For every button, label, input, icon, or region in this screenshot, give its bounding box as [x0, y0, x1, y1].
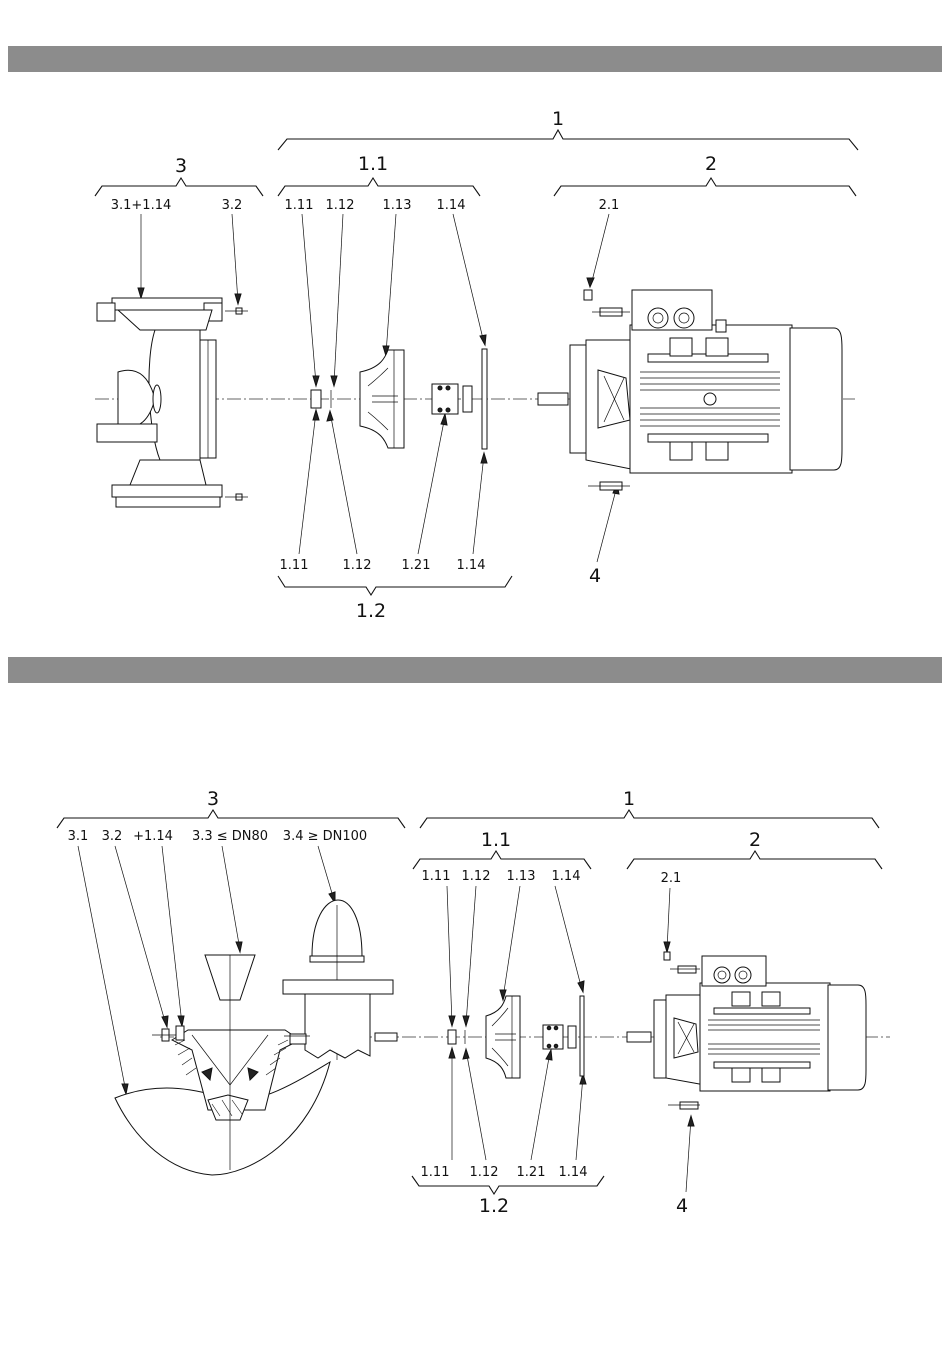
bottom-label-part-1-12-lower: 1.12	[470, 1165, 499, 1180]
bottom-pump-housing	[115, 900, 397, 1175]
top-brace-group-1	[278, 130, 858, 150]
bottom-label-part-1-12: 1.12	[462, 869, 491, 884]
bottom-label-group-1: 1	[623, 788, 635, 810]
bottom-label-part-1-14-lower: 1.14	[559, 1165, 588, 1180]
bottom-brace-group-3	[57, 810, 405, 828]
bottom-exploded-diagram: 3 1 1.1 2 1.2 4 3.1 3.2 +1.14 3.3 ≤ DN80…	[57, 788, 890, 1217]
bottom-label-part-1-14: 1.14	[552, 869, 581, 884]
top-part-1-11	[311, 390, 321, 408]
bottom-impeller	[486, 996, 520, 1078]
top-label-part-1-21: 1.21	[402, 558, 431, 573]
bottom-brace-group-1	[420, 810, 879, 828]
bottom-label-part-2-1: 2.1	[661, 871, 682, 886]
top-label-group-1-1: 1.1	[358, 153, 388, 175]
top-motor	[538, 290, 842, 490]
top-brace-group-2	[554, 178, 856, 196]
bottom-part-1-11	[448, 1030, 456, 1044]
bottom-mechanical-seal	[543, 1025, 576, 1049]
top-label-group-1: 1	[552, 108, 564, 130]
bottom-label-part-1-11-lower: 1.11	[421, 1165, 450, 1180]
top-o-ring	[482, 349, 487, 449]
top-label-part-1-12-lower: 1.12	[343, 558, 372, 573]
top-label-part-3-2: 3.2	[222, 198, 243, 213]
bottom-label-part-1-11: 1.11	[422, 869, 451, 884]
bottom-label-part-3-1: 3.1	[68, 829, 89, 844]
bottom-label-part-1-13: 1.13	[507, 869, 536, 884]
bottom-label-group-2: 2	[749, 829, 761, 851]
top-brace-group-3	[95, 178, 263, 196]
bottom-label-part-1-21: 1.21	[517, 1165, 546, 1180]
top-label-part-2-1: 2.1	[599, 198, 620, 213]
bottom-o-ring	[580, 996, 584, 1076]
top-label-group-2: 2	[705, 153, 717, 175]
top-label-group-1-2: 1.2	[356, 600, 386, 622]
bottom-label-group-1-1: 1.1	[481, 829, 511, 851]
top-label-part-1-14: 1.14	[437, 198, 466, 213]
bottom-label-group-1-2: 1.2	[479, 1195, 509, 1217]
top-label-part-1-11-lower: 1.11	[280, 558, 309, 573]
top-label-group-3: 3	[175, 155, 187, 177]
bottom-brace-group-1-1	[413, 851, 591, 869]
top-label-part-1-13: 1.13	[383, 198, 412, 213]
bottom-motor	[627, 952, 866, 1109]
bottom-brace-group-2	[627, 851, 882, 869]
top-brace-group-1-1	[278, 178, 480, 196]
bottom-label-part-3-2: 3.2	[102, 829, 123, 844]
bottom-label-part-3-3: 3.3 ≤ DN80	[192, 829, 268, 844]
top-impeller	[360, 350, 404, 448]
top-label-part-1-14-lower: 1.14	[457, 558, 486, 573]
bottom-label-part-plus-1-14: +1.14	[133, 829, 173, 844]
bottom-label-group-4: 4	[676, 1195, 688, 1217]
bottom-label-group-3: 3	[207, 788, 219, 810]
top-label-part-1-12: 1.12	[326, 198, 355, 213]
bottom-label-part-3-4: 3.4 ≥ DN100	[283, 829, 367, 844]
top-exploded-diagram: 1 1.1 2 3 1.2 4 3.1+1.14 3.2 1.11 1.12 1…	[95, 108, 858, 622]
top-label-group-4: 4	[589, 565, 601, 587]
top-brace-group-1-2	[278, 576, 512, 595]
top-label-part-3-1-1-14: 3.1+1.14	[111, 198, 172, 213]
top-label-part-1-11: 1.11	[285, 198, 314, 213]
top-pump-housing	[97, 298, 248, 507]
top-mechanical-seal	[432, 384, 472, 414]
